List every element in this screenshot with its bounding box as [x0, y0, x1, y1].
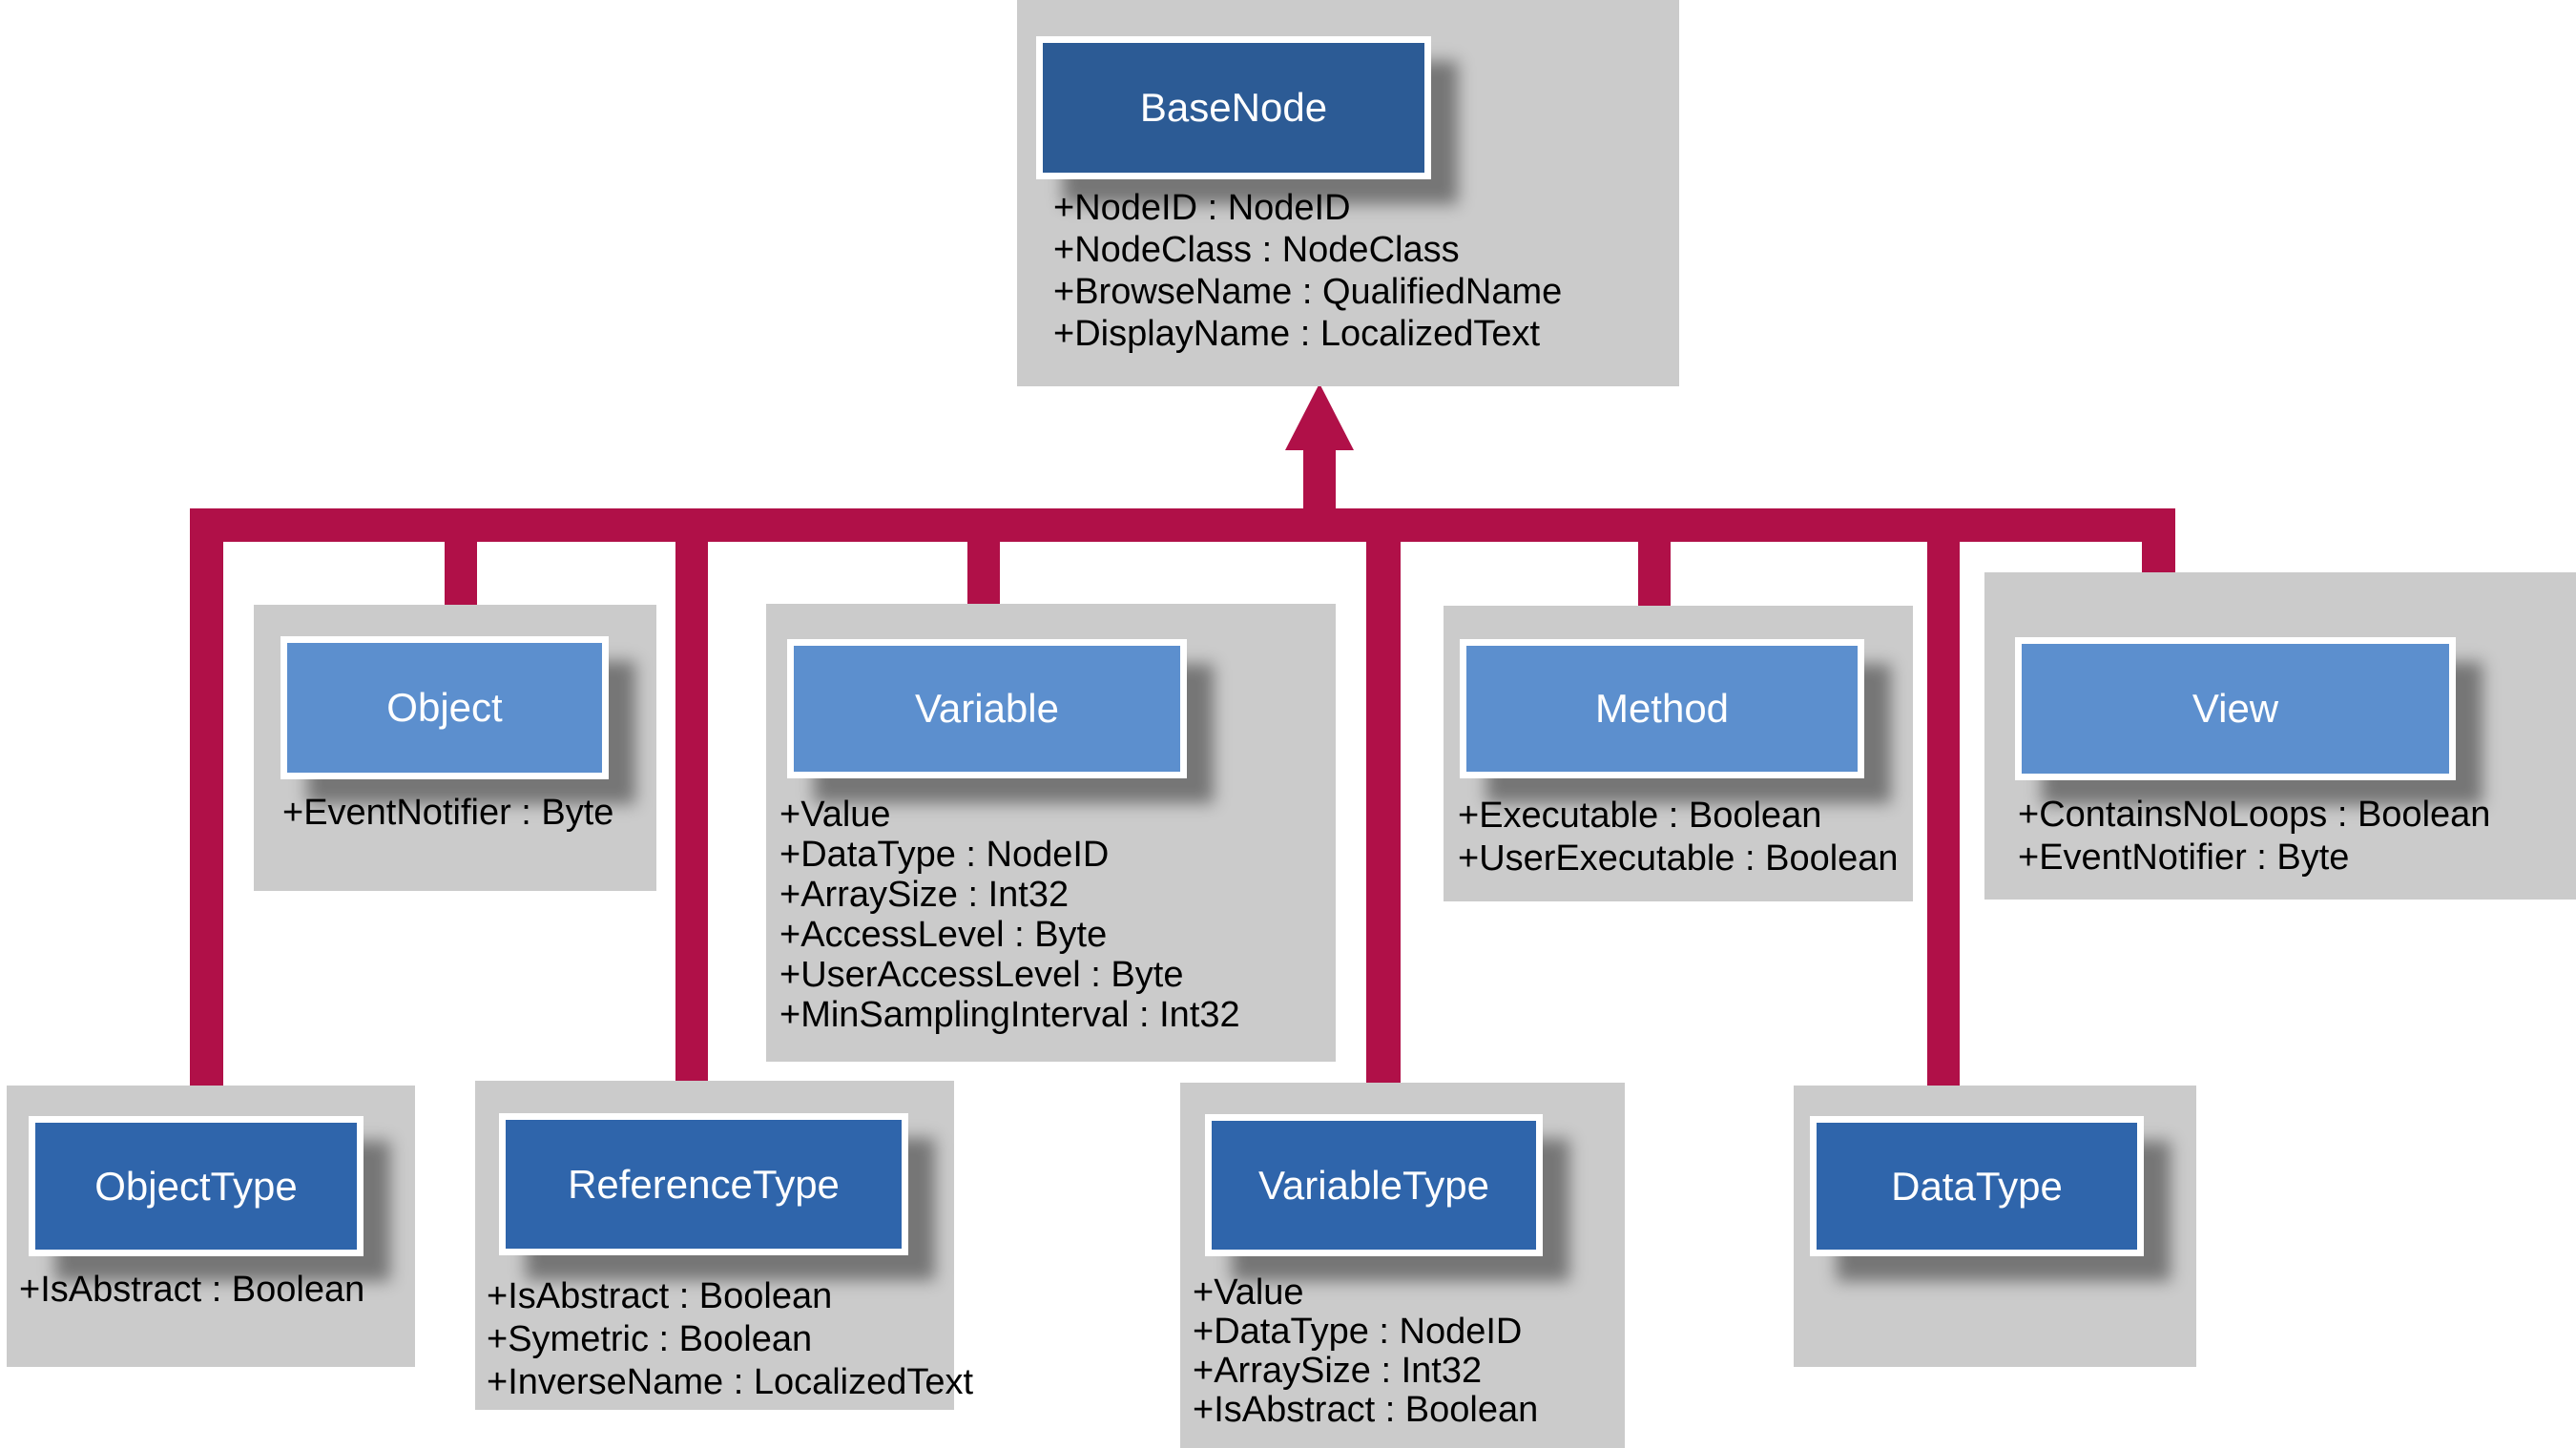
attribute-line: +EventNotifier : Byte [2018, 838, 2350, 878]
class-title-object: Object [386, 685, 503, 730]
attribute-line: +Executable : Boolean [1458, 796, 1822, 836]
attribute-line: +Symetric : Boolean [487, 1319, 813, 1359]
connector-bus [190, 508, 2175, 542]
attribute-line: +ArraySize : Int32 [1193, 1351, 1483, 1391]
attribute-line: +Value [1193, 1272, 1304, 1313]
class-attributes-objecttype: +IsAbstract : Boolean [19, 1269, 364, 1312]
class-title-referencetype: ReferenceType [568, 1161, 840, 1207]
connector-stub-referencetype [675, 534, 708, 1082]
class-header-method: Method [1460, 639, 1864, 778]
attribute-line: +DataType : NodeID [1193, 1312, 1523, 1352]
class-attributes-view: +ContainsNoLoops : Boolean+EventNotifier… [2018, 794, 2490, 879]
class-attributes-method: +Executable : Boolean+UserExecutable : B… [1458, 795, 1899, 880]
class-attributes-object: +EventNotifier : Byte [282, 792, 613, 835]
attribute-line: +InverseName : LocalizedText [487, 1362, 974, 1402]
attribute-line: +BrowseName : QualifiedName [1053, 272, 1563, 312]
connector-stub-variabletype [1366, 534, 1401, 1084]
class-title-view: View [2192, 686, 2279, 731]
class-title-basenode: BaseNode [1139, 85, 1328, 130]
class-attributes-referencetype: +IsAbstract : Boolean+Symetric : Boolean… [487, 1275, 973, 1404]
connector-stub-datatype [1927, 534, 1960, 1086]
connector-stub-method [1638, 534, 1671, 607]
attribute-line: +ArraySize : Int32 [779, 875, 1070, 915]
class-attributes-variabletype: +Value+DataType : NodeID+ArraySize : Int… [1193, 1273, 1538, 1430]
class-header-basenode: BaseNode [1036, 36, 1431, 179]
class-panel-referencetype: ReferenceType +IsAbstract : Boolean+Symet… [475, 1081, 973, 1410]
class-panel-method: Method +Executable : Boolean+UserExecutab… [1444, 606, 1913, 901]
class-header-referencetype: ReferenceType [499, 1113, 908, 1255]
attribute-line: +MinSamplingInterval : Int32 [779, 995, 1240, 1035]
attribute-line: +IsAbstract : Boolean [19, 1270, 365, 1310]
class-title-variable: Variable [915, 686, 1059, 731]
connector-stub-object [445, 534, 477, 607]
inheritance-arrow-head [1285, 383, 1354, 450]
class-attributes-variable: +Value+DataType : NodeID+ArraySize : Int… [779, 795, 1240, 1035]
attribute-line: +DataType : NodeID [779, 835, 1110, 875]
class-attributes-basenode: +NodeID : NodeID+NodeClass : NodeClass+B… [1053, 187, 1562, 355]
class-title-datatype: DataType [1891, 1163, 2063, 1209]
class-title-objecttype: ObjectType [94, 1163, 298, 1209]
attribute-line: +IsAbstract : Boolean [1193, 1390, 1539, 1430]
attribute-line: +EventNotifier : Byte [282, 793, 614, 833]
inheritance-arrow-shaft [1303, 445, 1336, 509]
attribute-line: +UserAccessLevel : Byte [779, 955, 1184, 995]
connector-stub-objecttype [190, 508, 223, 1086]
attribute-line: +IsAbstract : Boolean [487, 1276, 833, 1316]
class-header-variable: Variable [787, 639, 1187, 778]
class-header-datatype: DataType [1810, 1116, 2144, 1256]
attribute-line: +ContainsNoLoops : Boolean [2018, 795, 2491, 835]
attribute-line: +NodeID : NodeID [1053, 188, 1351, 228]
attribute-line: +UserExecutable : Boolean [1458, 838, 1899, 879]
attribute-line: +NodeClass : NodeClass [1053, 230, 1460, 270]
class-header-object: Object [280, 636, 609, 779]
class-panel-variable: Variable +Value+DataType : NodeID+ArraySi… [766, 604, 1336, 1062]
class-header-variabletype: VariableType [1205, 1114, 1543, 1256]
attribute-line: +DisplayName : LocalizedText [1053, 314, 1541, 354]
class-panel-datatype: DataType [1794, 1086, 2196, 1367]
class-title-method: Method [1594, 686, 1730, 731]
class-title-variabletype: VariableType [1257, 1162, 1490, 1208]
connector-stub-view [2142, 508, 2175, 573]
class-panel-view: View +ContainsNoLoops : Boolean+EventNoti… [1984, 572, 2576, 900]
class-panel-basenode: BaseNode +NodeID : NodeID+NodeClass : Nod… [1017, 0, 1679, 386]
class-panel-variabletype: VariableType +Value+DataType : NodeID+Arr… [1180, 1083, 1625, 1448]
connector-stub-variable [967, 534, 1000, 605]
class-panel-objecttype: ObjectType +IsAbstract : Boolean [7, 1086, 415, 1367]
attribute-line: +AccessLevel : Byte [779, 915, 1108, 955]
class-panel-object: Object +EventNotifier : Byte [254, 605, 656, 891]
class-header-objecttype: ObjectType [29, 1116, 364, 1256]
class-header-view: View [2015, 637, 2456, 780]
attribute-line: +Value [779, 795, 891, 835]
